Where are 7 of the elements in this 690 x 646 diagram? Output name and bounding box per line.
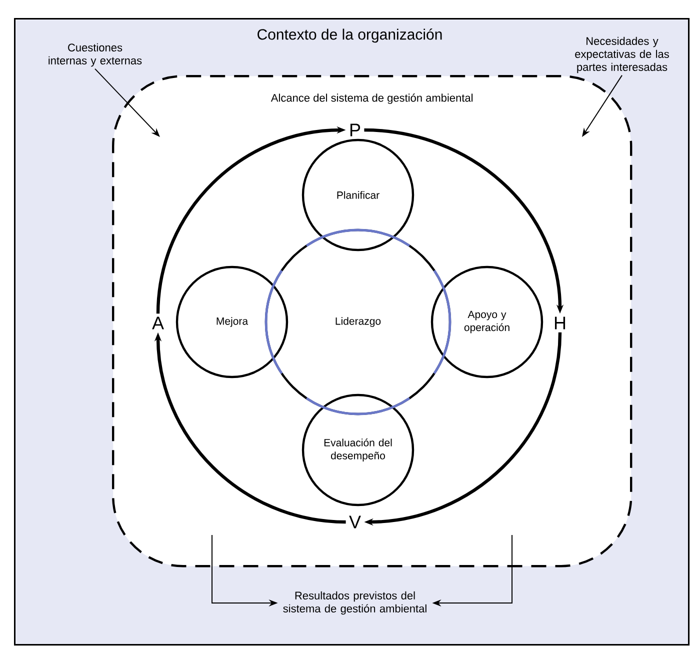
note-text: Resultados previstos del sistema de gestión ambiental xyxy=(283,591,426,615)
note-text: Necesidades y expectativas de las partes interesadas xyxy=(575,36,669,74)
phase-letter: H xyxy=(554,316,566,330)
phase-letter: P xyxy=(350,124,360,136)
note-text: Cuestiones internas y externas xyxy=(48,43,142,67)
phase-letter: A xyxy=(152,316,164,330)
phase-letter: V xyxy=(349,516,361,528)
